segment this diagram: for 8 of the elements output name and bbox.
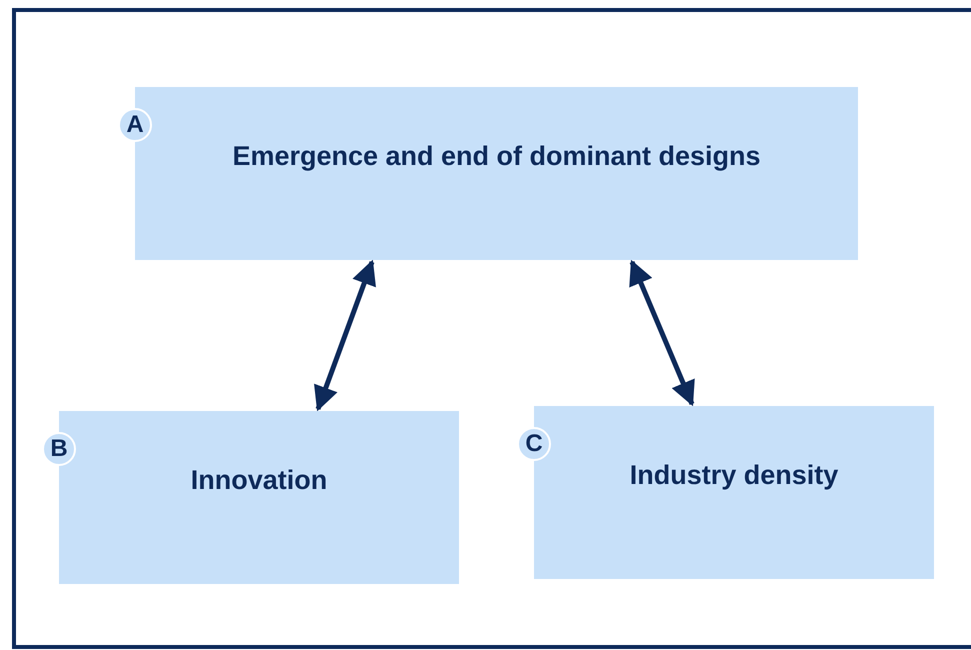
double-arrow (629, 260, 695, 406)
double-arrow (314, 260, 376, 412)
letter-badge: A (118, 108, 152, 142)
box-label: Emergence and end of dominant designs (231, 141, 762, 172)
letter-badge: C (517, 427, 551, 461)
box-label: Innovation (190, 465, 328, 496)
box-label: Industry density (628, 460, 840, 491)
letter-badge: B (42, 432, 76, 466)
